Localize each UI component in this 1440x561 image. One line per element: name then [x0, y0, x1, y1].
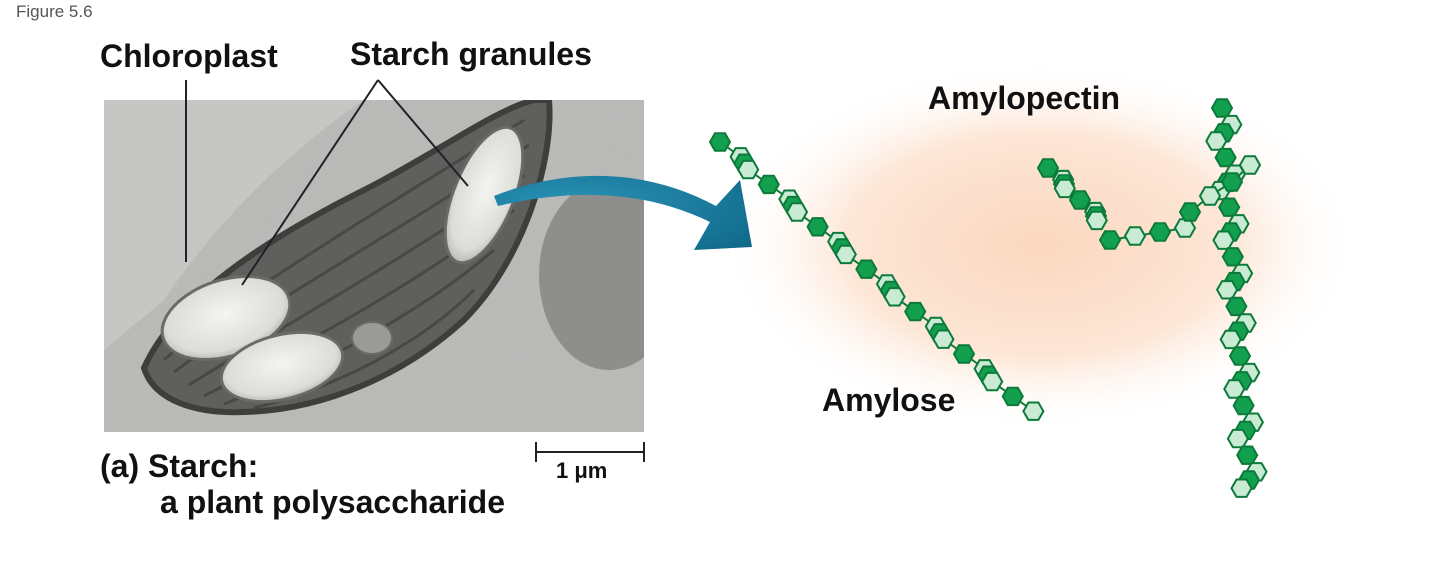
amylose-glucose-unit — [1022, 401, 1045, 421]
amylose-glucose-unit — [757, 174, 780, 195]
amylopectin-trunk-glucose-unit — [1210, 98, 1234, 118]
amylose-glucose-unit — [883, 287, 906, 307]
amylopectin-label: Amylopectin — [928, 80, 1121, 116]
amylopectin-bridge-glucose-unit — [1173, 218, 1197, 238]
caption-line-2: a plant polysaccharide — [160, 484, 506, 520]
amylopectin-branch-glucose-unit — [1220, 172, 1244, 192]
amylose-glucose-unit — [981, 371, 1004, 392]
starch-granules-label: Starch granules — [350, 36, 592, 72]
amylopectin-trunk-glucose-unit — [1221, 247, 1244, 267]
chloroplast-label: Chloroplast — [100, 38, 278, 74]
amylopectin-left-glucose-unit — [1036, 158, 1060, 178]
amylose-glucose-unit — [737, 159, 760, 180]
amylopectin-trunk-glucose-unit — [1230, 478, 1253, 498]
amylose-glucose-unit — [904, 301, 927, 322]
amylopectin-trunk-glucose-unit — [1232, 395, 1255, 416]
amylopectin-bridge-glucose-unit — [1148, 222, 1172, 242]
amylopectin-trunk-glucose-unit — [1215, 280, 1239, 300]
amylopectin-left-glucose-unit — [1053, 178, 1076, 199]
amylopectin-trunk-glucose-unit — [1223, 379, 1246, 399]
amylopectin-bridge-glucose-unit — [1123, 226, 1147, 246]
amylose-glucose-unit — [855, 259, 878, 279]
amylopectin-bridge-glucose-unit — [1098, 230, 1122, 250]
amylose-glucose-unit — [932, 329, 955, 349]
amylose-glucose-unit — [708, 132, 732, 152]
amylopectin-branch-glucose-unit — [1198, 186, 1222, 206]
figure-label: Figure 5.6 — [16, 2, 93, 21]
leader-lines — [185, 79, 469, 286]
amylopectin-left-glucose-unit — [1085, 210, 1108, 231]
amylose-glucose-unit — [785, 202, 809, 222]
amylopectin-trunk-glucose-unit — [1225, 296, 1248, 317]
amylose-glucose-unit — [952, 344, 976, 364]
amylopectin-trunk-glucose-unit — [1228, 346, 1252, 366]
amylopectin-trunk-glucose-unit — [1218, 197, 1241, 217]
scale-bar — [535, 442, 645, 462]
amylopectin-trunk-glucose-unit — [1212, 230, 1235, 250]
amylopectin-branch-glucose-unit — [1178, 202, 1202, 222]
electron-micrograph — [104, 100, 644, 432]
curved-arrow — [494, 175, 752, 250]
amylopectin-trunk-glucose-unit — [1205, 131, 1228, 151]
amylose-glucose-unit — [806, 217, 829, 237]
amylopectin-trunk-glucose-unit — [1219, 329, 1242, 350]
scale-bar-label: 1 μm — [556, 458, 608, 483]
amylopectin-trunk-glucose-unit — [1214, 147, 1237, 168]
amylopectin-trunk-glucose-unit — [1226, 428, 1250, 449]
amylose-glucose-unit — [1001, 386, 1024, 407]
amylopectin-branch-glucose-unit — [1238, 155, 1262, 175]
background-glow — [720, 60, 1360, 430]
caption-line-1: (a) Starch: — [100, 448, 259, 484]
amylopectin-trunk-glucose-unit — [1236, 445, 1259, 465]
amylopectin-branch-bond — [1189, 164, 1251, 213]
amylopectin-bridge-bond — [1109, 227, 1186, 241]
amylose-glucose-unit — [834, 244, 857, 265]
amylopectin-left-glucose-unit — [1068, 190, 1092, 210]
amylose-label: Amylose — [822, 382, 956, 418]
